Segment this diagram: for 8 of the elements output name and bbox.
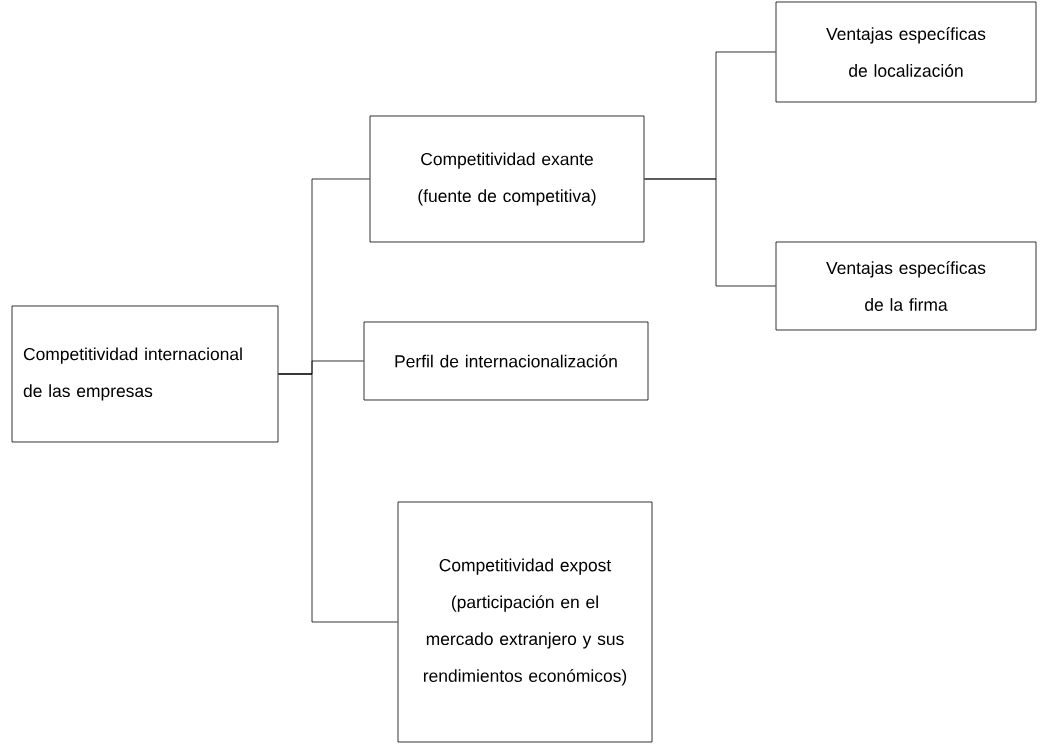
text-box: Ventajas específicas de la firma <box>775 241 1037 331</box>
connector-line <box>278 373 398 623</box>
text-box: Perfil de internacionalización <box>363 321 649 401</box>
text-box: Competitividad internacional de las empresas <box>11 305 279 443</box>
text-box: Competitividad exante (fuente de competitiva) <box>369 115 645 243</box>
text-box: Ventajas específicas de localización <box>775 1 1037 103</box>
text-box: Competitividad expost (participación en el mercado extranjero y sus rendimientos económicos) <box>397 501 653 743</box>
connector-line <box>644 178 776 287</box>
